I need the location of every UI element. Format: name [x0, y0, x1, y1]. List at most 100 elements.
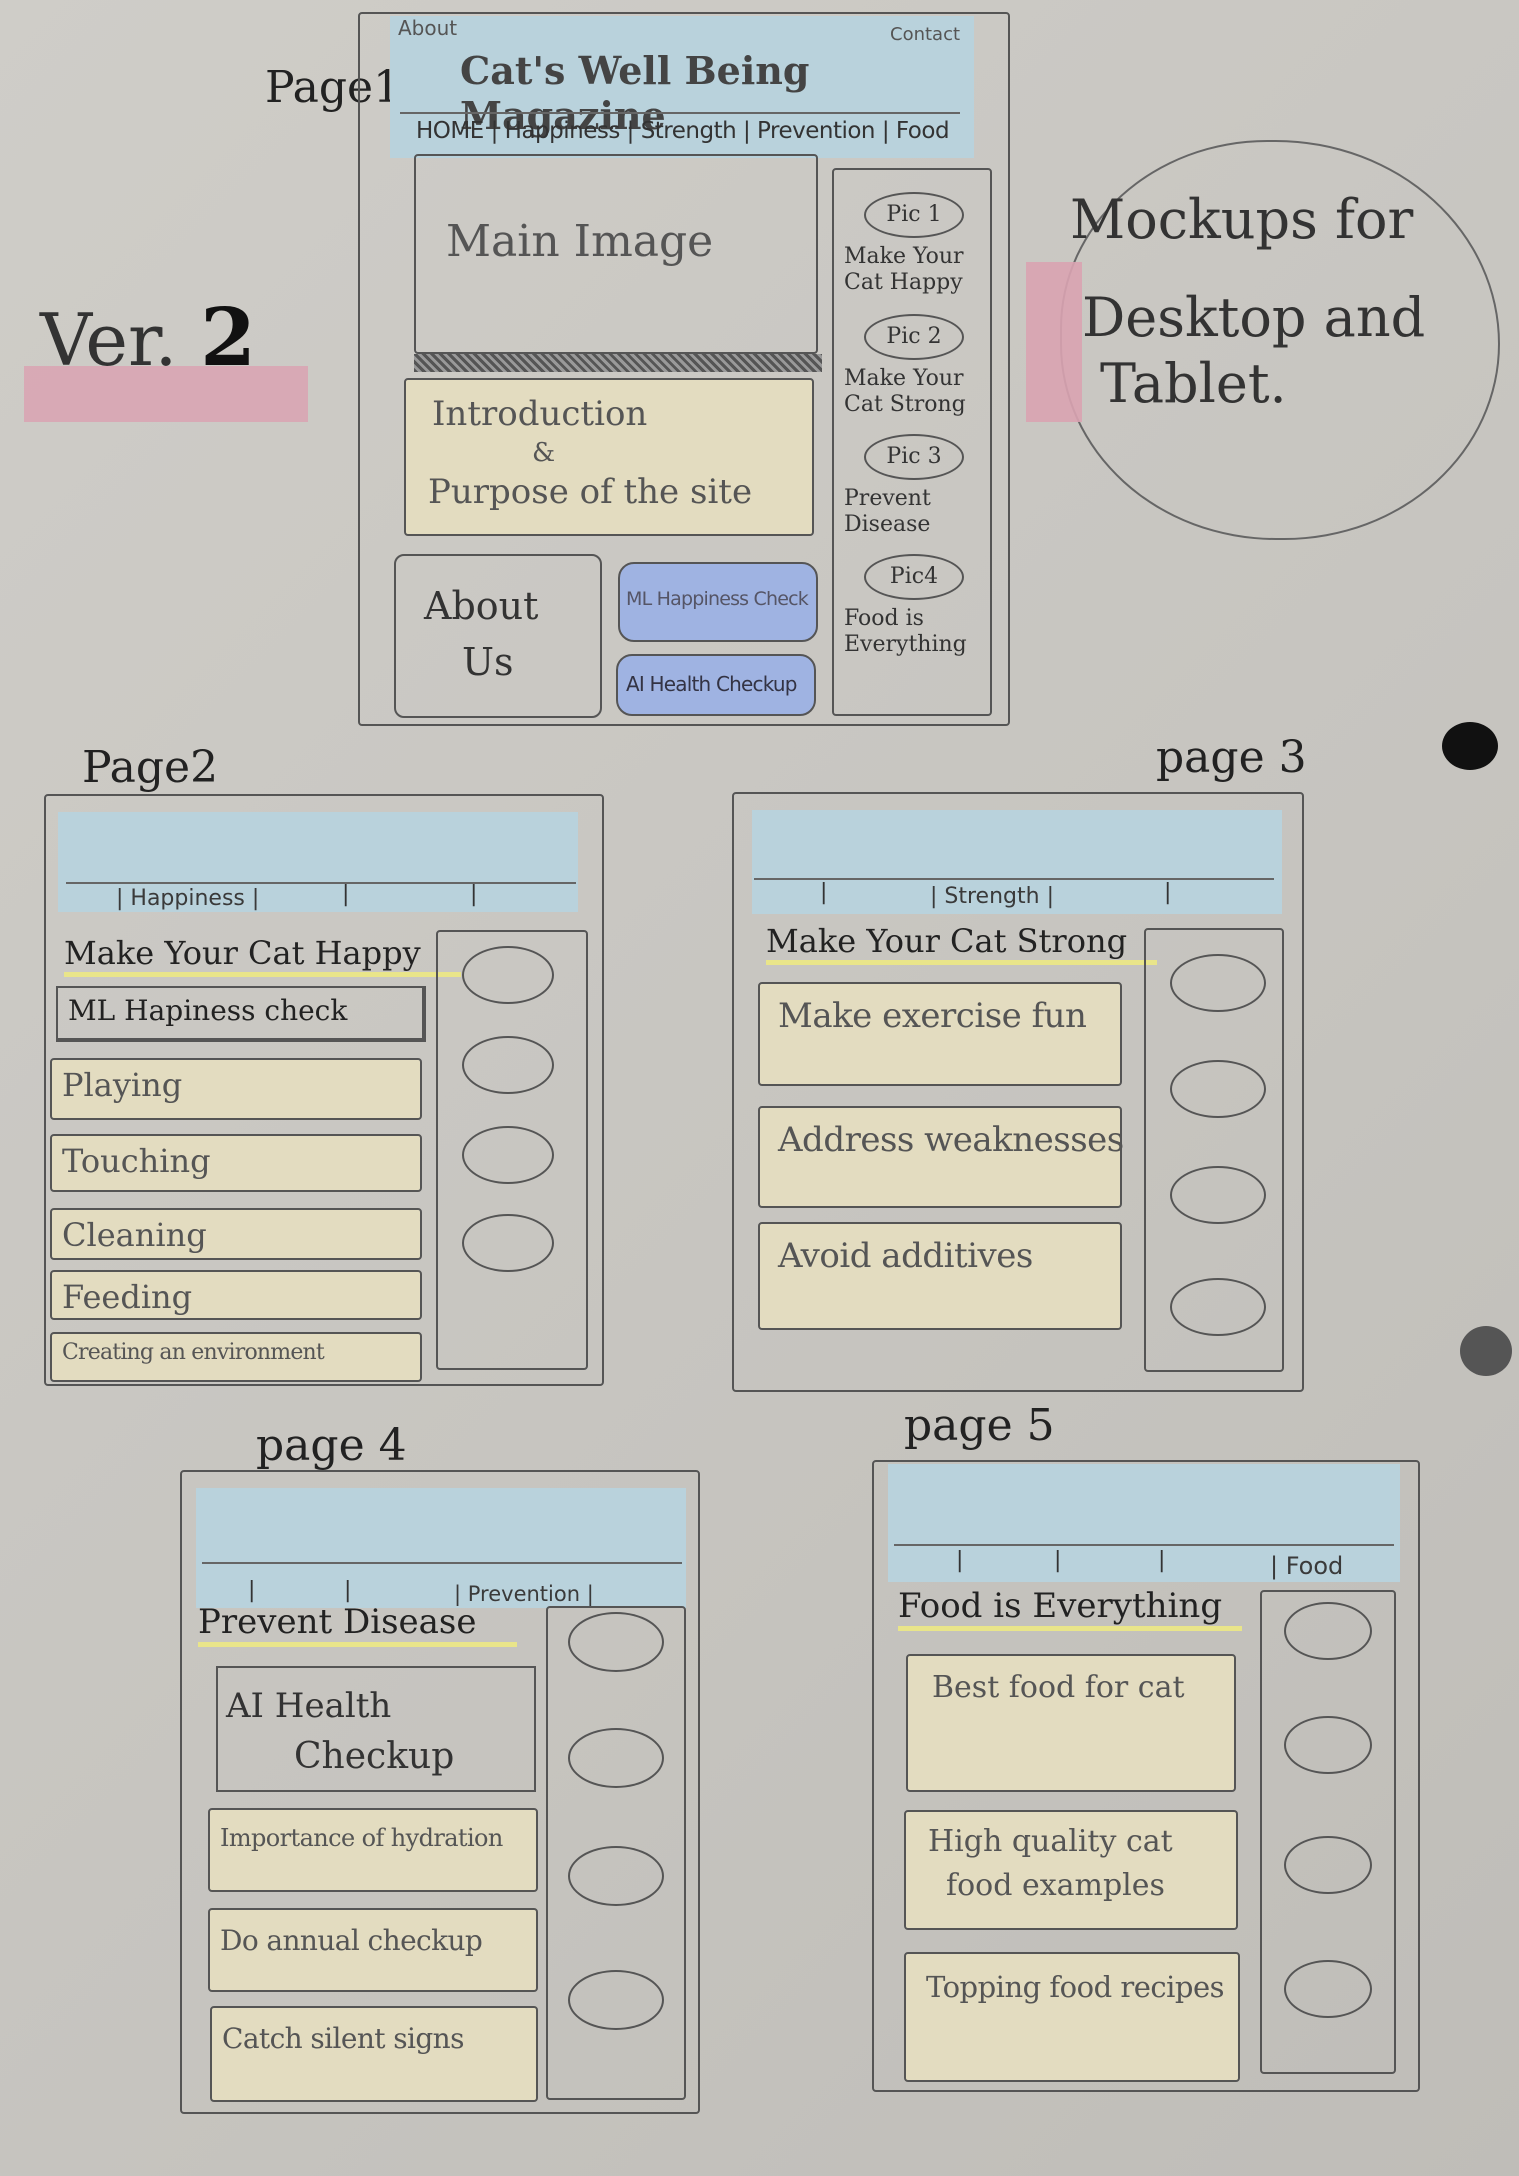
image-placeholder-oval: [1284, 1602, 1372, 1660]
about-us-line-1: About: [424, 584, 539, 628]
page2-sidebar: [436, 930, 588, 1370]
page4-item-label: Catch silent signs: [222, 2022, 464, 2055]
side-link-line-2[interactable]: Disease: [844, 512, 931, 537]
page3-nav-sep: |: [1164, 880, 1172, 905]
about-us-line-2: Us: [462, 640, 514, 684]
side-link-line-1[interactable]: Make Your: [844, 244, 964, 269]
page5-header: [888, 1464, 1400, 1582]
bubble-text-1: Mockups for: [1070, 188, 1414, 251]
page5-item-label: food examples: [946, 1868, 1165, 1903]
page5-item-best-food[interactable]: Best food for cat: [906, 1654, 1236, 1792]
page2-frame: | Happiness | | | Make Your Cat Happy ML…: [44, 794, 604, 1386]
image-placeholder-oval: [568, 1970, 664, 2030]
page2-nav-active[interactable]: | Happiness |: [116, 886, 260, 911]
page1-contact-link[interactable]: Contact: [890, 24, 961, 45]
page4-item[interactable]: Importance of hydration: [208, 1808, 538, 1892]
page5-nav-active[interactable]: | Food: [1270, 1552, 1344, 1580]
page5-frame: | | | | Food Food is Everything Best foo…: [872, 1460, 1420, 2092]
page1-sidebar: [832, 168, 992, 716]
page3-item[interactable]: Avoid additives: [758, 1222, 1122, 1330]
page4-item[interactable]: Do annual checkup: [208, 1908, 538, 1992]
bubble-highlight: [1026, 262, 1082, 422]
page4-ai-line-1: AI Health: [226, 1686, 392, 1726]
page5-header-divider: [894, 1544, 1394, 1546]
image-placeholder-oval: [462, 1126, 554, 1184]
page4-nav-sep: |: [248, 1578, 256, 1603]
page5-sidebar: [1260, 1590, 1396, 2074]
version-highlight: [24, 366, 308, 422]
page2-item-label: Touching: [62, 1142, 211, 1180]
page5-nav-sep: |: [1054, 1548, 1062, 1573]
page2-header-divider: [66, 882, 576, 884]
page4-item[interactable]: Catch silent signs: [210, 2006, 538, 2102]
page4-item-label: Do annual checkup: [220, 1924, 483, 1957]
image-placeholder-oval: [462, 946, 554, 1004]
image-placeholder-oval: [1284, 1836, 1372, 1894]
intro-line-3: Purpose of the site: [428, 472, 753, 512]
page2-item[interactable]: Cleaning: [50, 1208, 422, 1260]
image-placeholder-oval: [462, 1036, 554, 1094]
hole-punch: [1460, 1326, 1512, 1376]
page1-intro: Introduction & Purpose of the site: [404, 378, 814, 536]
image-placeholder-oval: [568, 1846, 664, 1906]
page2-item[interactable]: Feeding: [50, 1270, 422, 1320]
side-link-line-2[interactable]: Cat Happy: [844, 270, 963, 295]
page5-nav-sep: |: [1158, 1548, 1166, 1573]
ml-happiness-check-button[interactable]: ML Happiness Check: [618, 562, 818, 642]
intro-line-2: &: [532, 438, 556, 468]
page4-item-label: Importance of hydration: [220, 1824, 503, 1852]
page3-item[interactable]: Address weaknesses: [758, 1106, 1124, 1208]
page2-item[interactable]: Playing: [50, 1058, 422, 1120]
page5-label: page 5: [904, 1400, 1055, 1451]
page2-item[interactable]: ML Hapiness check: [56, 986, 426, 1042]
pic-placeholder[interactable]: Pic4: [864, 554, 964, 600]
image-placeholder-oval: [568, 1612, 664, 1672]
page2-item-label: Creating an environment: [62, 1340, 325, 1365]
pic-label: Pic4: [889, 564, 939, 589]
ai-health-checkup-button[interactable]: AI Health Checkup: [616, 654, 816, 716]
page2-heading: Make Your Cat Happy: [64, 934, 461, 977]
image-placeholder-oval: [1284, 1960, 1372, 2018]
side-link-line-1[interactable]: Make Your: [844, 366, 964, 391]
side-link-line-2[interactable]: Cat Strong: [844, 392, 966, 417]
page1-about-link[interactable]: About: [398, 16, 458, 40]
side-link-line-1[interactable]: Food is: [844, 606, 924, 631]
page4-ai-health-checkup[interactable]: AI Health Checkup: [216, 1666, 536, 1792]
pic-label: Pic 2: [886, 324, 942, 349]
page1-about-us[interactable]: About Us: [394, 554, 602, 718]
page5-item-high-quality[interactable]: High quality cat food examples: [904, 1810, 1238, 1930]
ai-button-label: AI Health Checkup: [626, 672, 797, 696]
image-placeholder-oval: [1170, 1278, 1266, 1336]
page5-heading: Food is Everything: [898, 1586, 1243, 1631]
page3-nav-active[interactable]: | Strength |: [930, 884, 1054, 909]
image-placeholder-oval: [1284, 1716, 1372, 1774]
page2-item[interactable]: Touching: [50, 1134, 422, 1192]
page4-header: [196, 1488, 686, 1608]
side-link-line-1[interactable]: Prevent: [844, 486, 931, 511]
pic-placeholder[interactable]: Pic 3: [864, 434, 964, 480]
page2-label: Page2: [82, 742, 219, 793]
page5-nav-sep: |: [956, 1548, 964, 1573]
pic-placeholder[interactable]: Pic 1: [864, 192, 964, 238]
page3-item-label: Avoid additives: [778, 1236, 1033, 1276]
main-image-label: Main Image: [446, 216, 714, 267]
page5-item-topping-recipes[interactable]: Topping food recipes: [904, 1952, 1240, 2082]
image-placeholder-oval: [462, 1214, 554, 1272]
page4-frame: | | | Prevention | Prevent Disease AI He…: [180, 1470, 700, 2114]
page4-label: page 4: [256, 1420, 407, 1471]
page2-item-label: Playing: [62, 1066, 183, 1104]
side-link-line-2[interactable]: Everything: [844, 632, 967, 657]
page1-divider: [400, 112, 960, 114]
page1-nav[interactable]: HOME | Happiness | Strength | Prevention…: [416, 118, 950, 144]
page2-nav-sep: |: [470, 882, 478, 907]
page2-item[interactable]: Creating an environment: [50, 1332, 422, 1382]
page3-header: [752, 810, 1282, 914]
page4-nav-active[interactable]: | Prevention |: [454, 1582, 594, 1606]
page3-item[interactable]: Make exercise fun: [758, 982, 1122, 1086]
main-image-shadow: [414, 354, 822, 372]
pic-label: Pic 3: [886, 444, 942, 469]
pic-placeholder[interactable]: Pic 2: [864, 314, 964, 360]
page4-heading: Prevent Disease: [198, 1602, 517, 1647]
page4-sidebar: [546, 1606, 686, 2100]
